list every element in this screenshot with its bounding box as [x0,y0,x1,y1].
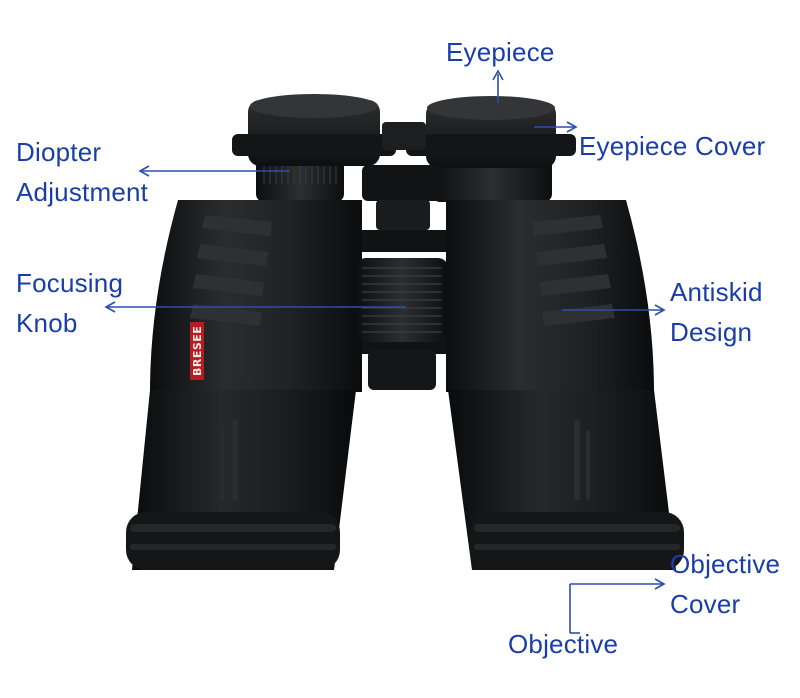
left-eyepiece [232,94,396,202]
label-focusing-line2: Knob [16,308,78,338]
label-eyepiece-cover: Eyepiece Cover [579,126,765,166]
brand-badge [190,322,204,380]
brand-logo: BRESEE [191,326,204,376]
label-objective-text: Objective [508,629,619,659]
label-objective-cover: Objective Cover [670,544,780,624]
right-body [446,200,654,392]
label-diopter-adjustment: Diopter Adjustment [16,132,148,212]
arrowhead-focusing [104,301,116,313]
label-focusing-line1: Focusing [16,268,124,298]
label-objective: Objective [508,624,618,664]
right-eyepiece [406,96,576,202]
arrowhead-antiskid [654,304,666,316]
arrowhead-diopter [138,165,150,177]
label-objective-cover-line2: Cover [670,589,741,619]
label-diopter-line1: Diopter [16,137,102,167]
label-antiskid-line1: Antiskid [670,277,763,307]
label-diopter-line2: Adjustment [16,177,149,207]
focusing-knob [356,258,448,390]
label-eyepiece: Eyepiece [446,32,555,72]
arrowhead-eyepiece [492,69,504,81]
label-antiskid-design: Antiskid Design [670,272,763,352]
left-antiskid-ribs [190,215,272,326]
arrowhead-objective-cover [654,578,666,590]
label-focusing-knob: Focusing Knob [16,263,123,343]
label-eyepiece-text: Eyepiece [446,37,555,67]
label-objective-cover-line1: Objective [670,549,781,579]
left-objective-barrel [126,390,356,570]
arrowhead-eyepiece-cover [566,121,578,133]
label-antiskid-line2: Design [670,317,753,347]
left-body: BRESEE [150,200,362,392]
right-objective-barrel [448,390,684,570]
label-eyepiece-cover-text: Eyepiece Cover [579,131,766,161]
annotation-arrows [104,69,666,634]
